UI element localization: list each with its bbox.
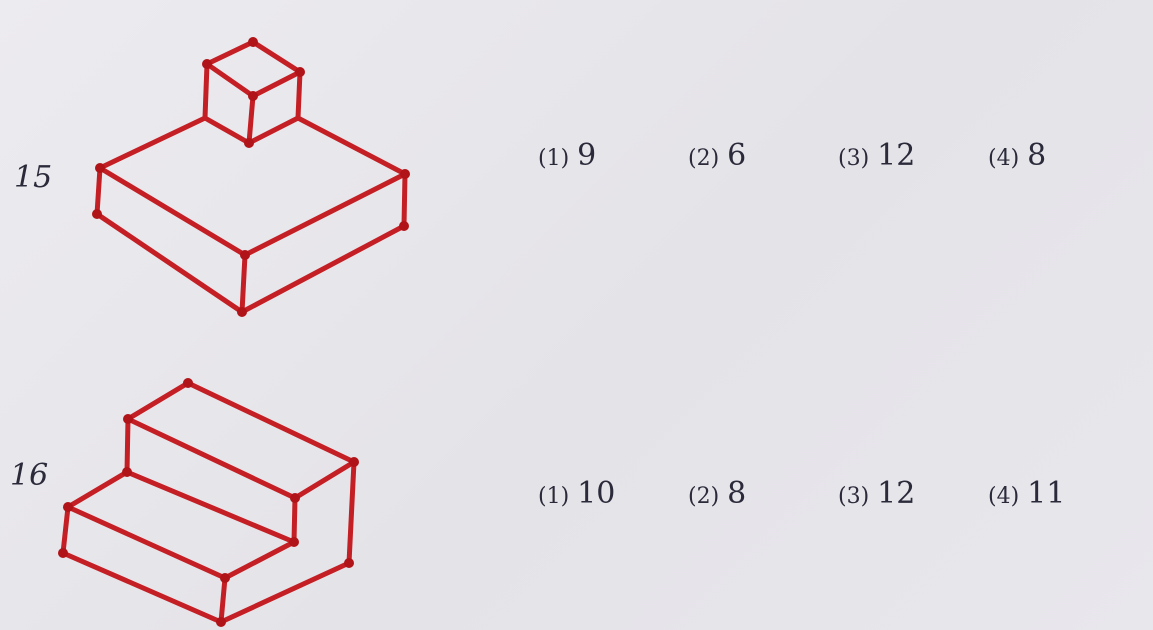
figure-16: [58, 378, 359, 627]
slab-top-back-left: [97, 115, 208, 171]
vertex-dot: [399, 221, 409, 231]
slab-bottom-right: [239, 223, 407, 315]
slab-top-front-left: [97, 165, 248, 258]
option-1[interactable]: (1) 10: [538, 476, 688, 511]
vertical-left: [60, 504, 71, 556]
vertex-dot: [290, 493, 300, 503]
cube-top-face: [204, 39, 303, 99]
vertex-dot: [349, 457, 359, 467]
vertex-dot: [63, 502, 73, 512]
vertical-right: [346, 459, 357, 566]
vertex-dot: [295, 67, 305, 77]
vertex-dot: [122, 467, 132, 477]
lower-step-top-right: [222, 539, 297, 581]
upper-step-top-left: [125, 380, 191, 422]
option-label: (4): [988, 146, 1020, 171]
vertex-dot: [289, 537, 299, 547]
lower-step-top-front: [65, 504, 228, 581]
slab-vertical-right: [401, 171, 408, 229]
vertex-dot: [123, 414, 133, 424]
option-value: 11: [1027, 476, 1066, 511]
option-label: (1): [538, 146, 570, 171]
option-label: (2): [688, 146, 720, 171]
lower-step-top-back: [124, 469, 297, 545]
vertex-dot: [237, 307, 247, 317]
vertex-dot: [344, 558, 354, 568]
slab-top-front-right: [242, 171, 408, 258]
option-2[interactable]: (2) 6: [688, 138, 838, 173]
figure-15: [92, 37, 410, 317]
slab-vertical-left: [94, 165, 103, 217]
option-2[interactable]: (2) 8: [688, 476, 838, 511]
question-number-15: 15: [14, 160, 53, 195]
cube-edge-front: [246, 93, 256, 146]
vertex-dot: [58, 548, 68, 558]
option-label: (3): [838, 484, 870, 509]
option-value: 6: [727, 138, 747, 173]
upper-step-top-front: [125, 416, 298, 501]
vertex-dot: [183, 378, 193, 388]
figure-16-edges: [60, 380, 357, 625]
bottom-right: [218, 560, 352, 625]
cube-edge-left: [202, 61, 210, 121]
option-value: 12: [877, 138, 916, 173]
lower-step-top-left: [65, 469, 130, 510]
upper-step-top-back: [185, 380, 357, 465]
figure-15-edges: [94, 39, 408, 315]
vertex-dot: [244, 138, 254, 148]
vertex-dot: [95, 163, 105, 173]
figure-16-vertices: [58, 378, 359, 627]
cube-base-left: [202, 115, 252, 146]
riser-right: [291, 495, 298, 545]
vertex-dot: [220, 573, 230, 583]
vertical-front: [218, 575, 228, 625]
upper-step-top-right: [292, 459, 357, 501]
question-16-options: (1) 10 (2) 8 (3) 12 (4) 11: [538, 476, 1108, 511]
question-15-options: (1) 9 (2) 6 (3) 12 (4) 8: [538, 138, 1108, 173]
bottom-left: [60, 550, 224, 625]
option-label: (2): [688, 484, 720, 509]
option-label: (1): [538, 484, 570, 509]
vertex-dot: [216, 617, 226, 627]
vertex-dot: [248, 91, 258, 101]
option-value: 10: [577, 476, 616, 511]
slab-top-back-right: [295, 115, 408, 177]
option-value: 9: [577, 138, 597, 173]
option-4[interactable]: (4) 8: [988, 138, 1108, 173]
vertex-dot: [240, 250, 250, 260]
cube-base-right: [246, 115, 301, 146]
option-label: (4): [988, 484, 1020, 509]
question-number-16: 16: [10, 458, 49, 493]
figure-15-vertices: [92, 37, 410, 317]
option-4[interactable]: (4) 11: [988, 476, 1108, 511]
option-1[interactable]: (1) 9: [538, 138, 688, 173]
riser-left: [124, 416, 131, 475]
option-value: 8: [727, 476, 747, 511]
option-3[interactable]: (3) 12: [838, 138, 988, 173]
cube-edge-right: [295, 69, 303, 121]
vertex-dot: [248, 37, 258, 47]
vertex-dot: [92, 209, 102, 219]
vertex-dot: [400, 169, 410, 179]
option-label: (3): [838, 146, 870, 171]
slab-bottom-left: [94, 211, 245, 315]
option-value: 8: [1027, 138, 1047, 173]
slab-vertical-front: [239, 252, 248, 315]
vertex-dot: [202, 59, 212, 69]
option-value: 12: [877, 476, 916, 511]
option-3[interactable]: (3) 12: [838, 476, 988, 511]
